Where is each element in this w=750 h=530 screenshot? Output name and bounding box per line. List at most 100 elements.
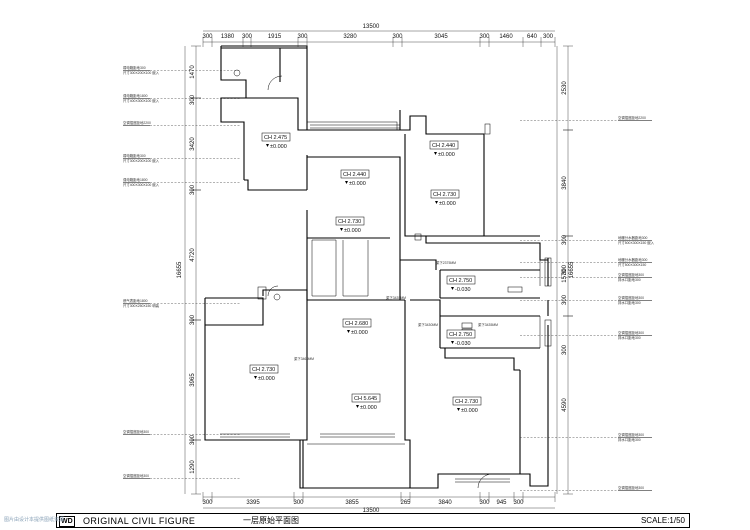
drawing-title: ORIGINAL CIVIL FIGURE	[83, 516, 196, 526]
room-label: CH 2.750 -0.030	[446, 329, 476, 347]
right-note-line1: 空调插座距地2200	[618, 115, 646, 120]
right_extra-dim-2: 300	[562, 294, 568, 305]
right_extra-dim-0: 300	[562, 234, 568, 245]
room-ceiling-height: CH 2.475	[264, 135, 287, 141]
room-floor-level: ±0.000	[258, 376, 275, 382]
left-dim-0: 1470	[190, 65, 196, 79]
room-floor-level: ±0.000	[344, 228, 361, 234]
room-ceiling-height: CH 2.750	[449, 332, 472, 338]
room-floor-level: -0.030	[455, 287, 471, 293]
room-ceiling-height: CH 2.730	[455, 399, 478, 405]
wd-logo: WD	[59, 516, 75, 527]
room-label: CH 2.730 ±0.000	[249, 364, 279, 382]
room-label: CH 2.475 ±0.000	[261, 132, 291, 150]
left-note-line2: 尺寸300X250X150 明装	[123, 303, 160, 308]
beam-note: 梁下2375MM	[436, 260, 456, 265]
left_extra-dim-3: 300	[190, 434, 196, 445]
top-dim-5: 3280	[343, 34, 357, 40]
right-note-line2: 排水口距地300	[618, 335, 641, 340]
top-dim-6: 300	[392, 34, 403, 40]
left_extra-dim-2: 300	[190, 314, 196, 325]
left-note-line1: 强电箱距地1800	[123, 177, 148, 182]
room-label: CH 2.440±0.000	[429, 140, 459, 158]
right_extra-dim-3: 300	[562, 344, 568, 355]
left-note-line2: 尺寸400X300X100 嵌入	[123, 182, 160, 187]
drawing-title-chinese: 一层原始平面图	[243, 516, 299, 525]
bottom-dim-4: 265	[400, 500, 411, 506]
right-note-line2: 排水口距地300	[618, 277, 641, 282]
scale-label: SCALE:1/50	[640, 516, 685, 525]
right-note-line2: 尺寸500X300X150	[618, 262, 646, 267]
left-dim-4: 1290	[190, 460, 196, 474]
top-dim-2: 300	[242, 34, 253, 40]
right-note-line1: 空调插座距地300	[618, 432, 644, 437]
right-total-dimension: 16655	[569, 261, 575, 278]
room-floor-level: ±0.000	[270, 144, 287, 150]
right_extra-dim-1: 300	[562, 264, 568, 275]
right-dim-0: 2530	[562, 81, 568, 95]
left-note-line2: 尺寸300X200X100 嵌入	[123, 158, 160, 163]
room-ceiling-height: CH 2.750	[449, 278, 472, 284]
room-label: CH 2.730±0.000	[430, 189, 460, 207]
right-dim-2: 1570	[562, 269, 568, 283]
left-note-line1: 空调插座距地2200	[123, 120, 151, 125]
walls	[204, 45, 552, 489]
left-total-dimension: 16655	[177, 261, 183, 278]
top-dim-10: 640	[527, 34, 538, 40]
left_extra-dim-1: 300	[190, 184, 196, 195]
bottom-dim-8: 300	[513, 500, 524, 506]
left-dim-1: 3420	[190, 137, 196, 151]
room-ceiling-height: CH 2.730	[338, 219, 361, 225]
left-note-line1: 空调插座距地300	[123, 473, 149, 478]
room-ceiling-height: CH 2.680	[345, 321, 368, 327]
room-floor-level: ±0.000	[351, 330, 368, 336]
left-note-line2: 尺寸400X300X100 嵌入	[123, 98, 160, 103]
room-ceiling-height: CH 2.440	[343, 172, 366, 178]
room-label: CH 2.440 ±0.000	[340, 169, 370, 187]
title-block: WD ORIGINAL CIVIL FIGURE 一层原始平面图 SCALE:1…	[56, 513, 690, 528]
room-floor-level: -0.030	[455, 341, 471, 347]
left-note-line1: 弱电箱距地300	[123, 153, 146, 158]
left-dim-2: 4720	[190, 248, 196, 262]
room-floor-level: ±0.000	[439, 201, 456, 207]
room-label: CH 2.680 ±0.000	[342, 318, 372, 336]
room-floor-level: ±0.000	[360, 405, 377, 411]
right-note-leaders	[520, 120, 652, 491]
room-label: CH 2.750 -0.030	[446, 275, 476, 293]
top-dim-0: 300	[202, 34, 213, 40]
room-ceiling-height: CH 5.645	[354, 396, 377, 402]
beam-note: 梁下3460MM	[294, 356, 314, 361]
bottom-dim-6: 300	[479, 500, 490, 506]
left-note-line1: 强电箱距地1800	[123, 93, 148, 98]
bottom-dim-0: 300	[202, 500, 213, 506]
room-ceiling-height: CH 2.730	[252, 367, 275, 373]
beam-note: 梁下3435MM	[386, 295, 406, 300]
right-dim-3: 4590	[562, 398, 568, 412]
right-note-line1: 空调插座距地300	[618, 485, 644, 490]
top-total-dimension: 13500	[363, 24, 380, 30]
room-floor-level: ±0.000	[461, 408, 478, 414]
right-note-line1: 空调插座距地300	[618, 330, 644, 335]
top-dim-1: 1380	[221, 34, 235, 40]
room-floor-level: ±0.000	[349, 181, 366, 187]
left-note-line1: 燃气表距地1800	[123, 298, 148, 303]
right-note-line1: 空调插座距地300	[618, 272, 644, 277]
beam-note: 梁下3435MM	[478, 322, 498, 327]
top-dim-3: 1915	[268, 34, 282, 40]
bottom-dim-3: 3855	[345, 500, 359, 506]
left_extra-dim-0: 300	[190, 94, 196, 105]
right-note-line1: 地暖分水器距地300	[618, 235, 648, 240]
room-ceiling-height: CH 2.440	[432, 143, 455, 149]
top-dim-11: 300	[543, 34, 554, 40]
right-note-line1: 地暖分水器距地300	[618, 257, 648, 262]
left-note-line1: 空调插座距地300	[123, 429, 149, 434]
right-note-line2: 排水口距地300	[618, 437, 641, 442]
bottom-dim-5: 3840	[438, 500, 452, 506]
